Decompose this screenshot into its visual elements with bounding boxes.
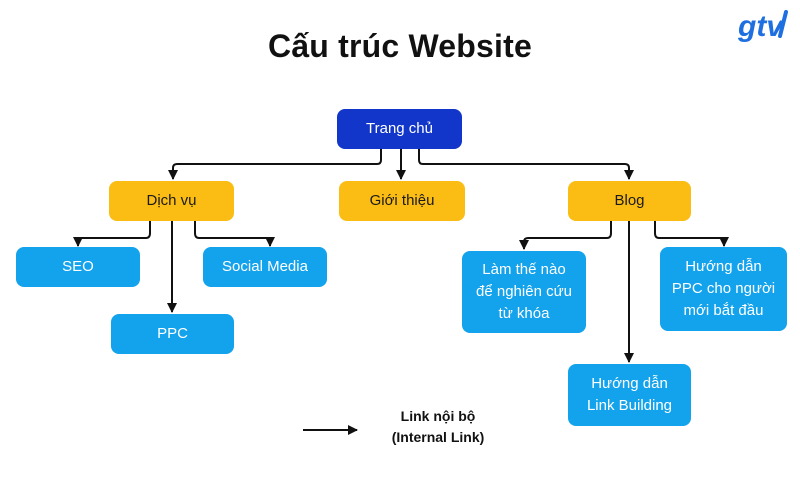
node-blog: Blog — [568, 181, 691, 221]
node-dich-vu: Dịch vụ — [109, 181, 234, 221]
legend-line-1: Link nội bộ — [400, 408, 476, 424]
node-ppc: PPC — [111, 314, 234, 354]
legend-label: Link nội bộ (Internal Link) — [360, 406, 516, 448]
node-huong-dan-link-building: Hướng dẫn Link Building — [568, 364, 691, 426]
edge-dichvu-seo — [73, 221, 151, 247]
node-huong-dan-ppc: Hướng dẫn PPC cho người mới bắt đầu — [660, 247, 787, 331]
gtv-logo: gtv gtv — [737, 10, 788, 43]
node-lam-the-nao: Làm thế nào để nghiên cứu từ khóa — [462, 251, 586, 333]
legend-line-2: (Internal Link) — [391, 429, 485, 445]
node-trang-chu: Trang chủ — [337, 109, 462, 149]
node-seo: SEO — [16, 247, 140, 287]
svg-text:gtv: gtv — [737, 10, 785, 43]
edge-dichvu-socialmedia — [194, 221, 275, 247]
edge-root-dichvu — [168, 149, 382, 180]
node-gioi-thieu: Giới thiệu — [339, 181, 465, 221]
diagram-title: Cấu trúc Website — [268, 28, 532, 64]
edge-root-blog — [418, 149, 634, 180]
edge-blog-lamthenao — [519, 221, 612, 250]
node-social-media: Social Media — [203, 247, 327, 287]
edge-blog-huongdanppc — [654, 221, 729, 247]
